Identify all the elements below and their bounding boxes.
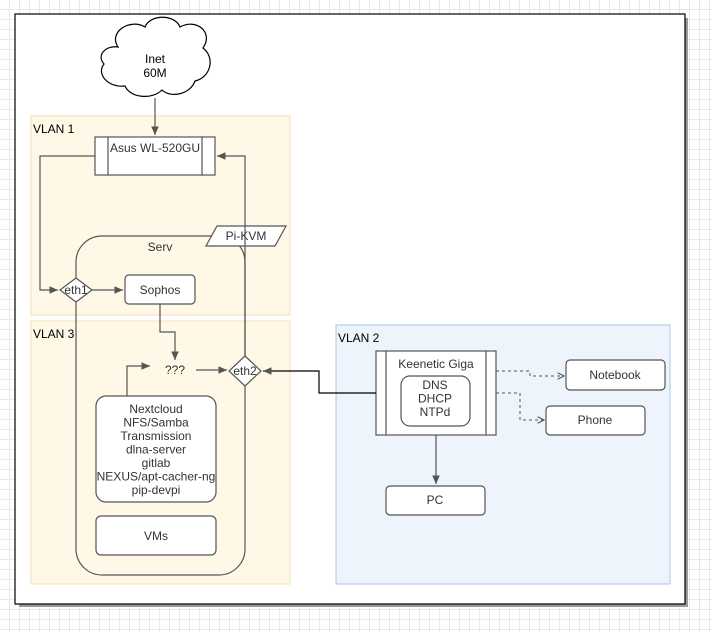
internet-label-line1: Inet	[145, 52, 166, 66]
serv-label: Serv	[148, 240, 173, 254]
eth1-diamond[interactable]	[59, 277, 93, 303]
service-item: Nextcloud	[129, 402, 182, 416]
eth2-label: eth2	[233, 364, 257, 378]
edge-keenetic-eth2	[263, 367, 376, 394]
asus-router[interactable]	[94, 136, 216, 176]
edge-sophos-unknown	[159, 304, 179, 360]
edge-services-unknown	[126, 362, 150, 396]
eth1-label: eth1	[64, 283, 88, 297]
vlan2-label: VLAN 2	[338, 331, 380, 345]
notebook-box[interactable]	[565, 359, 666, 391]
phone-box[interactable]	[545, 405, 646, 436]
pi-kvm-box[interactable]	[204, 225, 288, 247]
keenetic-services-box	[400, 375, 471, 427]
pi-kvm-label: Pi-KVM	[226, 229, 267, 243]
serv-container	[75, 235, 246, 576]
vms-box[interactable]	[95, 515, 217, 556]
eth2-diamond[interactable]	[228, 355, 262, 387]
service-item: pip-devpi	[132, 483, 181, 497]
phone-label: Phone	[578, 413, 613, 427]
keenetic-service-item: DNS	[422, 378, 447, 392]
internet-label-line2: 60M	[143, 66, 166, 80]
service-item: dlna-server	[126, 443, 186, 457]
service-item: NEXUS/apt-cacher-ng	[97, 470, 216, 484]
edge-keenetic-notebook	[496, 370, 564, 376]
service-item: gitlab	[142, 456, 171, 470]
services-list: NextcloudNFS/SambaTransmissiondlna-serve…	[97, 402, 216, 497]
vms-label: VMs	[144, 529, 168, 543]
keenetic-service-item: DHCP	[418, 392, 452, 406]
vlan1-label: VLAN 1	[33, 122, 75, 136]
pc-label: PC	[427, 493, 444, 507]
edge-keenetic-phone	[496, 392, 544, 420]
pc-box[interactable]	[385, 485, 486, 516]
edge-eth2-asus	[217, 152, 246, 356]
unknown-node: ???	[165, 363, 185, 377]
keenetic-title: Keenetic Giga	[398, 357, 474, 371]
asus-router-label: Asus WL-520GU	[110, 141, 200, 155]
edge-asus-eth1	[39, 155, 95, 294]
service-item: Transmission	[121, 429, 192, 443]
services-box[interactable]	[95, 395, 217, 503]
keenetic-service-item: NTPd	[420, 405, 451, 419]
sophos-label: Sophos	[140, 283, 181, 297]
vlan3-label: VLAN 3	[33, 327, 75, 341]
notebook-label: Notebook	[589, 368, 641, 382]
service-item: NFS/Samba	[123, 416, 189, 430]
internet-cloud	[100, 16, 211, 97]
